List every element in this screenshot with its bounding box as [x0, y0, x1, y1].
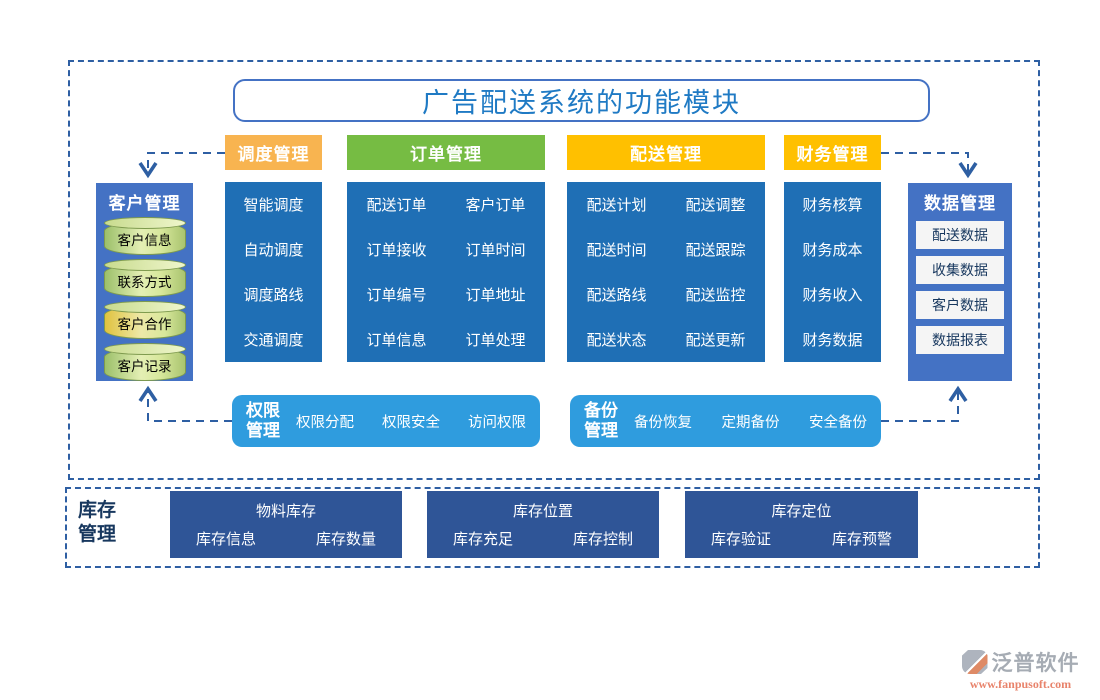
inventory-item: 库存预警 — [831, 531, 892, 548]
inventory-item: 库存数量 — [315, 531, 376, 548]
backup-box: 备份管理 备份恢复 定期备份 安全备份 — [570, 395, 881, 447]
dispatch-item: 调度路线 — [243, 287, 304, 304]
inventory-item: 库存控制 — [572, 531, 633, 548]
database-icon: 联系方式 — [103, 259, 186, 299]
finance-column: 财务核算 财务成本 财务收入 财务数据 — [784, 182, 881, 362]
delivery-item: 配送计划 — [586, 197, 647, 214]
inventory-group-title: 库存位置 — [512, 503, 573, 520]
customer-item: 客户记录 — [117, 359, 172, 374]
backup-item: 备份恢复 — [634, 414, 692, 431]
main-frame — [68, 60, 1040, 480]
backup-item: 安全备份 — [809, 414, 867, 431]
finance-item: 财务收入 — [802, 287, 863, 304]
customer-panel-title: 客户管理 — [108, 194, 181, 213]
order-item: 订单接收 — [366, 242, 427, 259]
database-icon: 客户信息 — [103, 217, 186, 257]
inventory-group-positioning: 库存定位 库存验证 库存预警 — [685, 491, 918, 558]
backup-item: 定期备份 — [721, 414, 780, 431]
customer-item: 客户信息 — [117, 233, 172, 248]
diagram-title-box: 广告配送系统的功能模块 — [233, 79, 930, 122]
vendor-name: 泛普软件 — [991, 651, 1080, 675]
data-item: 配送数据 — [916, 221, 1004, 249]
delivery-item: 配送跟踪 — [685, 242, 746, 259]
order-item: 订单地址 — [465, 287, 526, 304]
inventory-item: 库存充足 — [453, 531, 514, 548]
finance-item: 财务成本 — [802, 242, 863, 259]
customer-panel: 客户管理 客户信息 联系方式 客户合作 客户记录 — [96, 183, 193, 381]
delivery-item: 配送状态 — [586, 332, 647, 349]
permission-item: 权限分配 — [296, 414, 354, 431]
dispatch-item: 自动调度 — [243, 242, 304, 259]
database-icon: 客户合作 — [103, 301, 186, 341]
order-item: 订单处理 — [465, 332, 526, 349]
diagram-title: 广告配送系统的功能模块 — [422, 88, 741, 118]
header-delivery: 配送管理 — [567, 135, 765, 170]
order-item: 订单时间 — [465, 242, 526, 259]
data-panel-title: 数据管理 — [924, 194, 996, 213]
permission-box: 权限管理 权限分配 权限安全 访问权限 — [232, 395, 540, 447]
inventory-title: 库存管理 — [78, 500, 117, 545]
customer-item: 客户合作 — [117, 317, 172, 332]
order-item: 订单信息 — [366, 332, 427, 349]
finance-item: 财务数据 — [802, 332, 863, 349]
delivery-item: 配送时间 — [586, 242, 647, 259]
order-item: 客户订单 — [465, 197, 526, 214]
order-column: 配送订单 客户订单 订单接收 订单时间 订单编号 订单地址 订单信息 订单处理 — [347, 182, 545, 362]
order-item: 订单编号 — [366, 287, 427, 304]
inventory-frame — [65, 487, 1040, 568]
delivery-item: 配送监控 — [685, 287, 746, 304]
data-item: 客户数据 — [916, 291, 1004, 319]
delivery-item: 配送调整 — [685, 197, 746, 214]
header-order: 订单管理 — [347, 135, 545, 170]
order-item: 配送订单 — [366, 197, 427, 214]
permission-item: 访问权限 — [468, 414, 526, 431]
permission-box-title: 权限管理 — [246, 401, 280, 440]
database-icon: 客户记录 — [103, 343, 186, 383]
delivery-item: 配送路线 — [586, 287, 647, 304]
dispatch-item: 智能调度 — [243, 197, 304, 214]
vendor-logo: 泛普软件 www.fanpusoft.com — [948, 647, 1093, 692]
data-item: 数据报表 — [916, 326, 1004, 354]
inventory-group-title: 物料库存 — [255, 503, 316, 520]
inventory-group-material: 物料库存 库存信息 库存数量 — [170, 491, 402, 558]
dispatch-item: 交通调度 — [243, 332, 304, 349]
permission-item: 权限安全 — [382, 414, 440, 431]
finance-item: 财务核算 — [802, 197, 863, 214]
inventory-item: 库存验证 — [711, 531, 772, 548]
data-item: 收集数据 — [916, 256, 1004, 284]
inventory-group-title: 库存定位 — [771, 503, 832, 520]
vendor-url: www.fanpusoft.com — [969, 677, 1072, 691]
backup-box-title: 备份管理 — [584, 401, 618, 440]
inventory-group-location: 库存位置 库存充足 库存控制 — [427, 491, 659, 558]
data-panel: 数据管理 配送数据 收集数据 客户数据 数据报表 — [908, 183, 1012, 381]
delivery-item: 配送更新 — [685, 332, 746, 349]
header-dispatch: 调度管理 — [225, 135, 322, 170]
customer-item: 联系方式 — [117, 275, 172, 290]
vendor-logo-icon — [961, 650, 988, 674]
delivery-column: 配送计划 配送调整 配送时间 配送跟踪 配送路线 配送监控 配送状态 配送更新 — [567, 182, 765, 362]
header-finance: 财务管理 — [784, 135, 881, 170]
dispatch-column: 智能调度 自动调度 调度路线 交通调度 — [225, 182, 322, 362]
inventory-item: 库存信息 — [196, 531, 257, 548]
